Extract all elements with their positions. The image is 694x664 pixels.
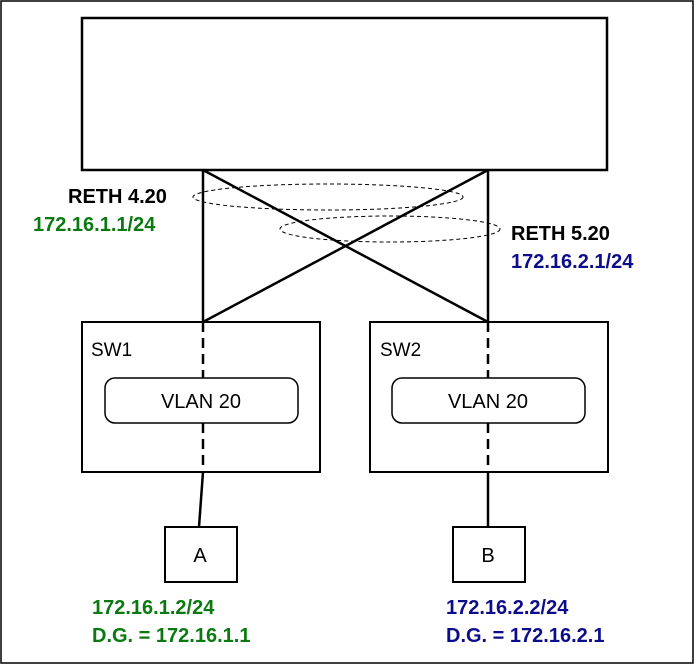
host-a-link (197, 471, 205, 528)
top-device (80, 16, 609, 172)
host-a-box (164, 526, 238, 583)
sw1-vlan-label: VLAN 20 (161, 391, 241, 413)
host-b-box (452, 526, 526, 583)
reth-4-20-ip: 172.16.1.1/24 (33, 214, 156, 236)
host-b-ip: 172.16.2.2/24 (446, 597, 569, 619)
reth-5-20-ip: 172.16.2.1/24 (511, 251, 634, 273)
sw1-vlan-box (104, 377, 299, 424)
sw1-label: SW1 (91, 340, 132, 361)
reth-4-20-ellipse (192, 183, 464, 211)
reth-5-20-name: RETH 5.20 (511, 223, 610, 245)
host-b-gateway: D.G. = 172.16.2.1 (446, 625, 604, 647)
host-b-label: B (481, 545, 494, 567)
link-cross-right-to-sw1 (202, 168, 489, 324)
reth-5-20-ellipse (279, 215, 501, 243)
host-a-ip: 172.16.1.2/24 (92, 597, 215, 619)
host-a-label: A (193, 545, 207, 567)
host-a-gateway: D.G. = 172.16.1.1 (92, 625, 250, 647)
sw2-label: SW2 (380, 340, 421, 361)
reth-4-20-name: RETH 4.20 (68, 186, 167, 208)
sw2-vlan-label: VLAN 20 (448, 391, 528, 413)
